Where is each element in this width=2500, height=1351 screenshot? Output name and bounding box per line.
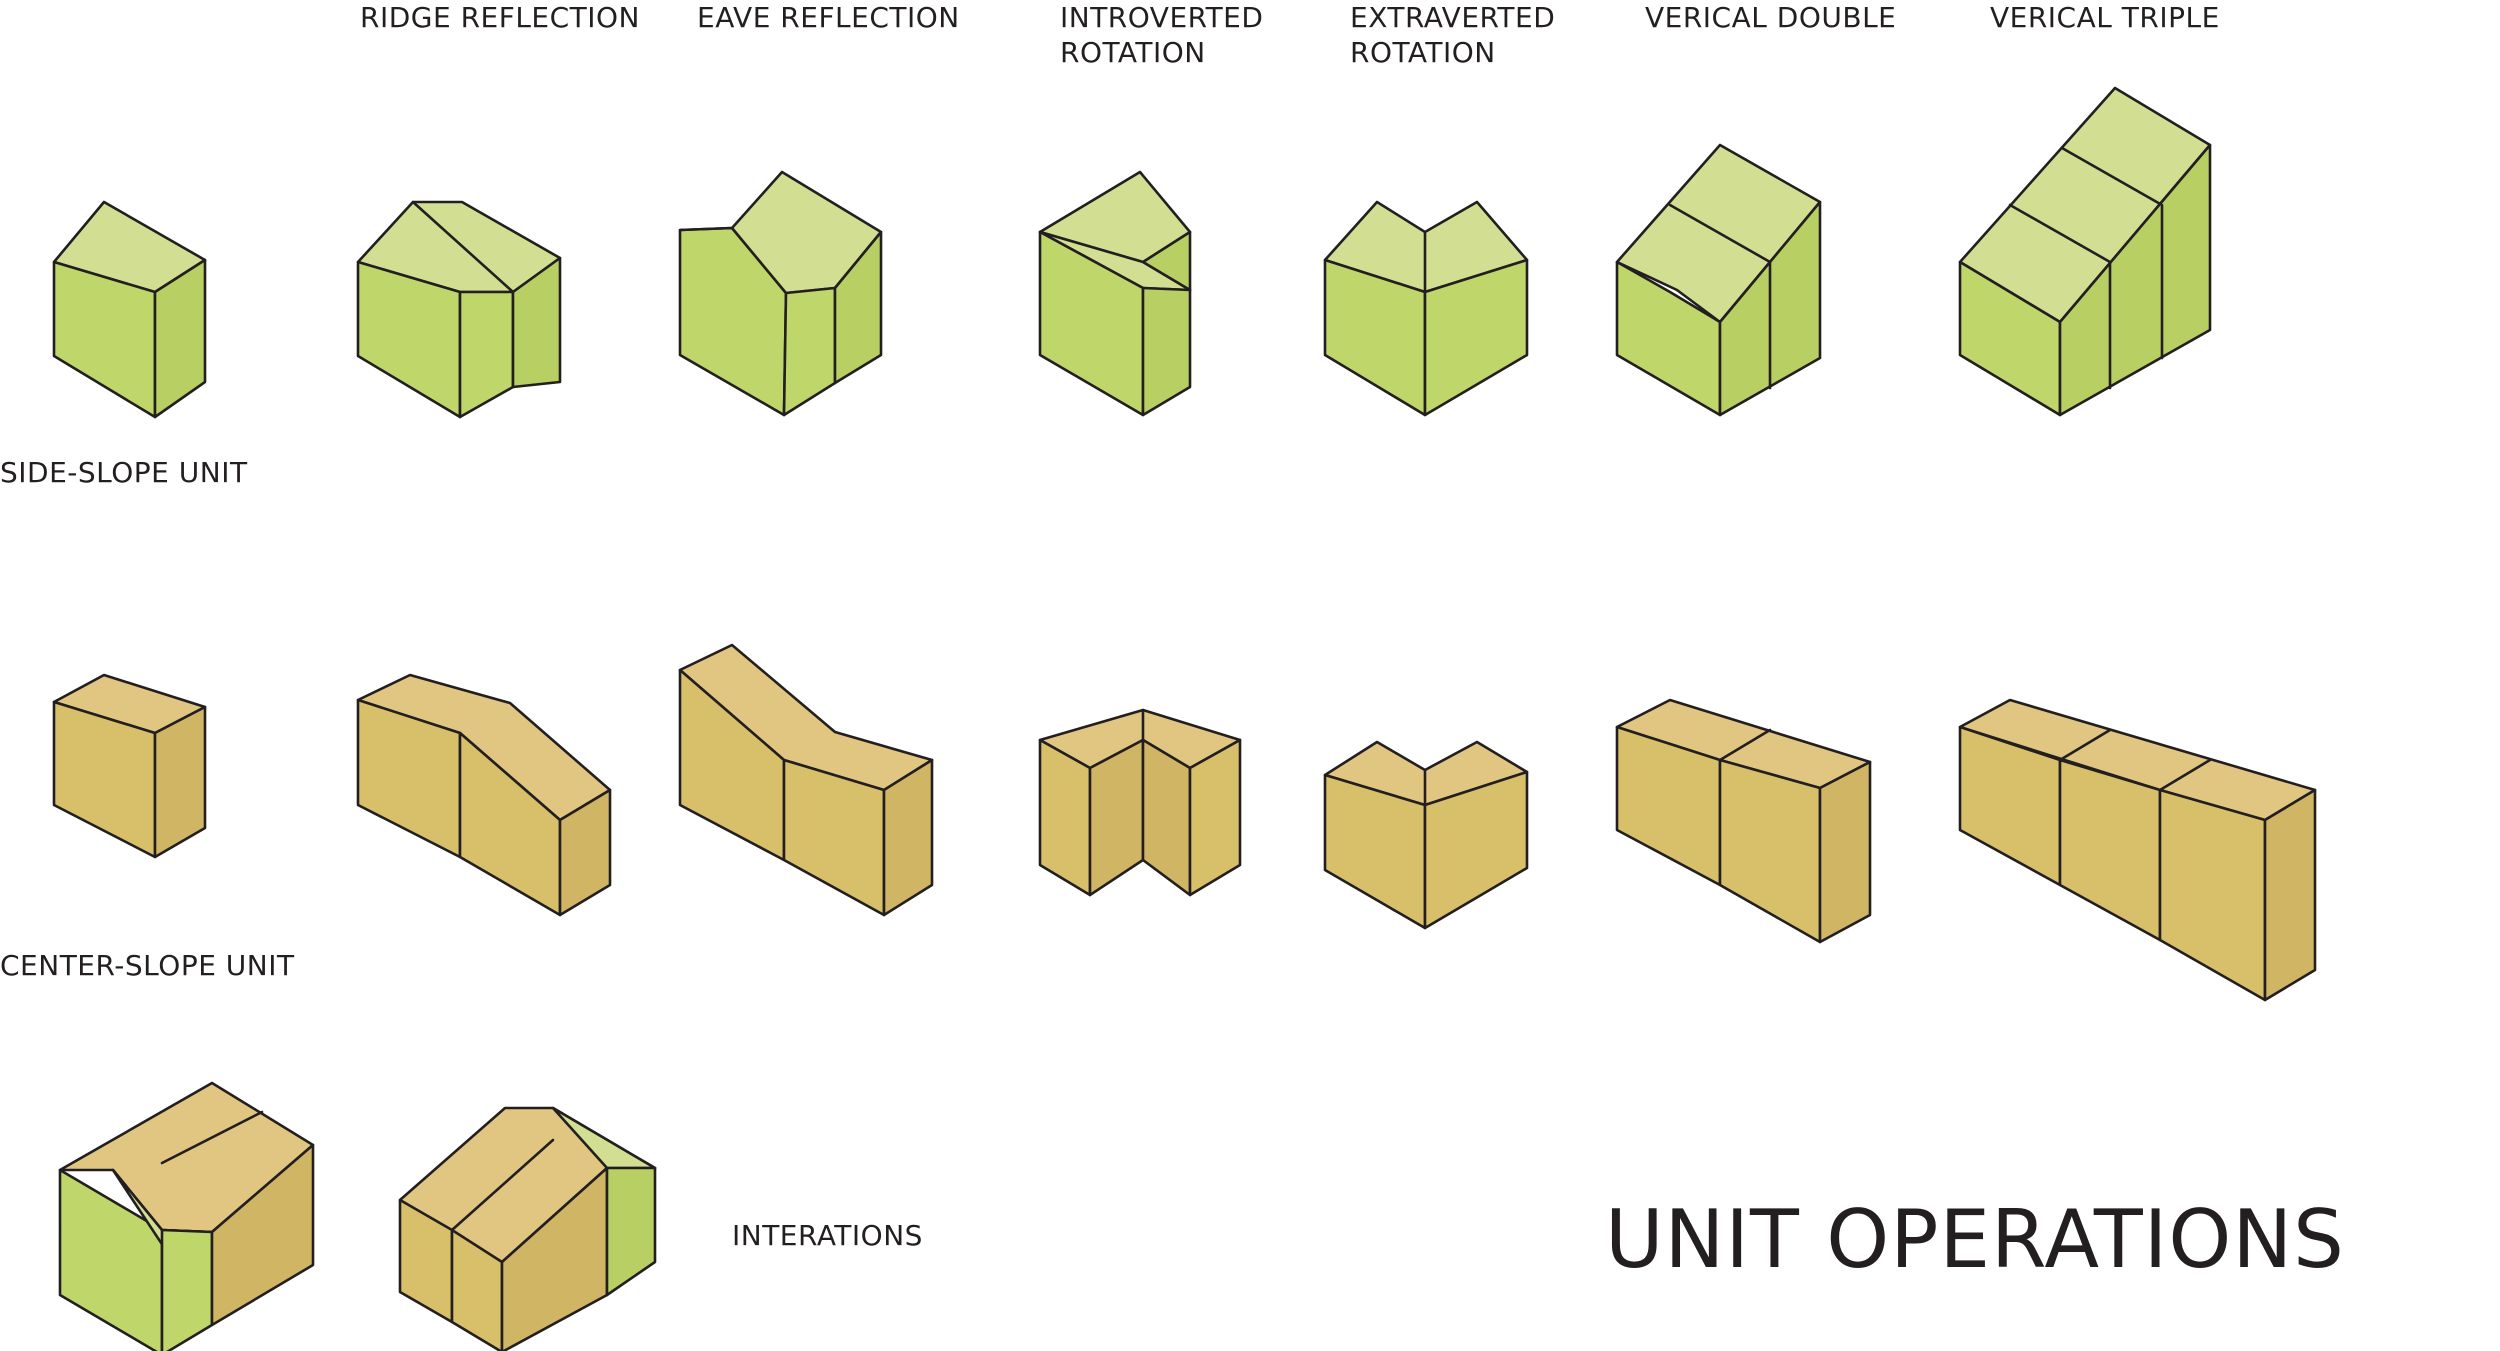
center-slope-introverted-rotation-face-2 [1038, 738, 1092, 897]
center-slope-introverted-rotation-face-3 [1088, 738, 1145, 897]
center-slope-eave-reflection-face-3 [882, 758, 934, 917]
side-slope-introverted-rotation-face-4 [1141, 286, 1192, 417]
interation-block-1-face-2 [58, 1168, 164, 1351]
center-slope-verical-double-face-3 [1718, 758, 1822, 944]
side-slope-extraverted-rotation-face-3 [1423, 258, 1529, 417]
center-slope-extraverted-rotation-face-3 [1423, 770, 1529, 930]
label-ridge-reflection: RIDGE REFLECTION [360, 1, 641, 34]
interation-block-2-face-4 [450, 1228, 504, 1351]
side-slope-ridge-reflection-face-4 [511, 256, 562, 389]
center-slope-verical-triple-face-4 [2058, 758, 2162, 942]
center-slope-verical-triple-face-5 [2158, 788, 2267, 1002]
interation-block-1-face-5 [210, 1143, 315, 1327]
label-side-slope-unit: SIDE-SLOPE UNIT [0, 456, 248, 489]
side-slope-verical-triple-face-4 [2058, 143, 2212, 417]
side-slope-eave-reflection-face-2 [782, 286, 837, 417]
label-verical-triple: VERICAL TRIPLE [1990, 1, 2220, 34]
center-slope-verical-triple-face-2 [2158, 758, 2212, 792]
center-slope-verical-double-face-4 [1818, 760, 1872, 944]
center-slope-introverted-rotation-face-5 [1188, 738, 1242, 897]
label-extraverted-rotation: EXTRAVERTED ROTATION [1350, 1, 1556, 69]
interation-block-1-face-1 [160, 1110, 264, 1165]
side-slope-introverted-rotation-face-2 [1141, 230, 1192, 292]
center-slope-ridge-reflection-face-3 [558, 788, 612, 917]
page-title: UNIT OPERATIONS [1605, 1193, 2345, 1286]
interation-block-2-face-6 [605, 1166, 657, 1297]
side-slope-eave-reflection-face-3 [833, 230, 883, 385]
side-slope-ridge-reflection-face-3 [458, 290, 515, 419]
center-slope-verical-double-face-1 [1718, 728, 1772, 762]
label-introverted-rotation: INTROVERTED ROTATION [1060, 1, 1264, 69]
interation-block-2-face-1 [450, 1138, 555, 1232]
center-slope-verical-triple-face-1 [2058, 728, 2112, 762]
center-slope-introverted-rotation-face-4 [1141, 738, 1192, 897]
label-eave-reflection: EAVE REFLECTION [697, 1, 960, 34]
label-verical-double: VERICAL DOUBLE [1645, 1, 1897, 34]
center-slope-verical-triple-face-6 [2263, 788, 2317, 1002]
center-slope-unit-face-2 [153, 705, 207, 859]
interation-block-1-face-4 [160, 1228, 214, 1351]
label-interations: INTERATIONS [732, 1219, 923, 1252]
side-slope-unit-face-2 [153, 258, 207, 419]
label-center-slope-unit: CENTER-SLOPE UNIT [0, 949, 295, 982]
